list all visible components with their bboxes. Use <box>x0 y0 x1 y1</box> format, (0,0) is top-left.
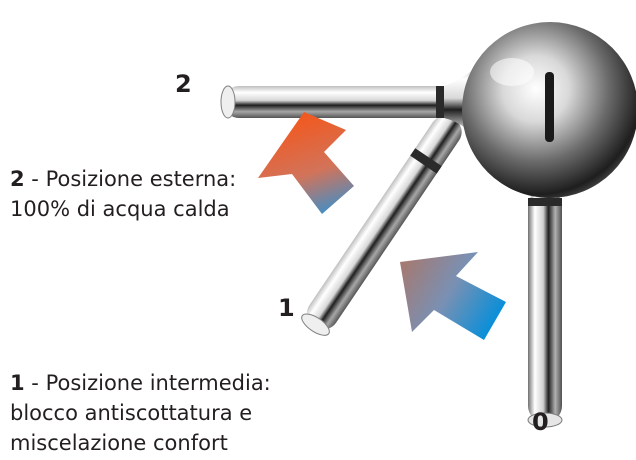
position-label-0: 0 <box>532 408 549 436</box>
description-2-separator: - <box>24 167 46 191</box>
hot-arrow <box>258 112 354 214</box>
description-1-line-3: miscelazione confort <box>10 431 228 455</box>
description-2-line-1: 2 - Posizione esterna: <box>10 164 236 194</box>
description-1-number: 1 <box>10 371 25 395</box>
description-2-title: Posizione esterna: <box>45 167 237 191</box>
position-label-1: 1 <box>278 294 295 322</box>
mix-arrow <box>400 252 506 340</box>
description-1-line-2: blocco antiscottatura e <box>10 401 253 425</box>
description-1-line-1: 1 - Posizione intermedia: <box>10 368 271 398</box>
chrome-ball <box>462 22 636 198</box>
description-position-2: 2 - Posizione esterna: 100% di acqua cal… <box>10 164 236 224</box>
description-1-title: Posizione intermedia: <box>45 371 271 395</box>
rod-position-1 <box>301 115 462 336</box>
rod-position-0 <box>527 190 563 428</box>
description-1-separator: - <box>24 371 46 395</box>
description-position-1: 1 - Posizione intermedia: blocco antisco… <box>10 368 271 458</box>
description-2-number: 2 <box>10 167 25 191</box>
description-2-line-2: 100% di acqua calda <box>10 197 230 221</box>
position-label-2: 2 <box>175 70 192 98</box>
